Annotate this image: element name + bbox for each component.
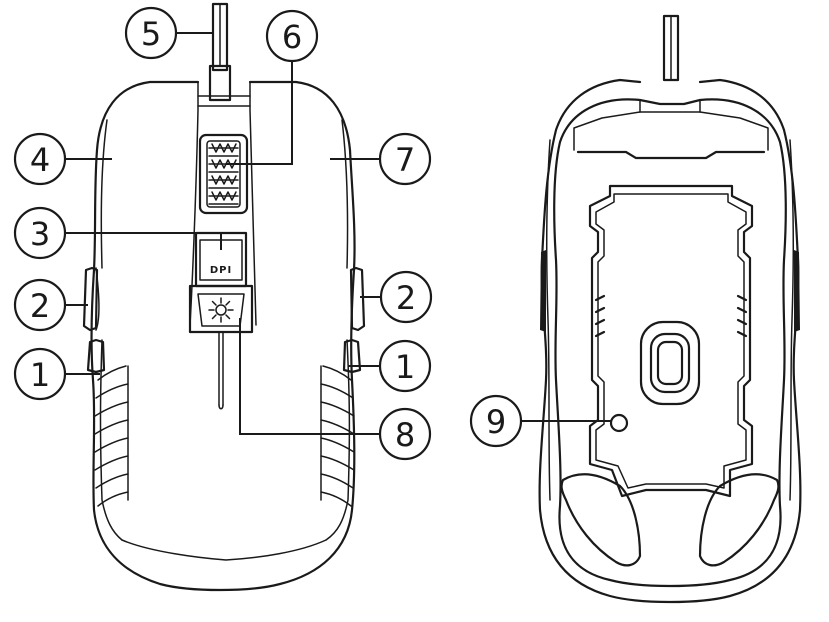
- callout-3-label: 3: [30, 215, 50, 253]
- reset-hole: [609, 413, 629, 433]
- callout-6-label: 6: [282, 18, 302, 56]
- dpi-button-label: DPI: [210, 265, 232, 276]
- callout-1-right-circle: [378, 339, 432, 393]
- callout-8-circle: [378, 407, 432, 461]
- left-side-buttons: [82, 266, 106, 374]
- left-vent-slits: [594, 294, 606, 338]
- scroll-wheel: [198, 133, 249, 215]
- callout-5-circle: [124, 6, 178, 60]
- right-vent-slits: [736, 294, 748, 338]
- callout-3-circle: [13, 206, 67, 260]
- callout-4-circle: [13, 132, 67, 186]
- callout-6-circle: [265, 9, 319, 63]
- callout-9-label: 9: [486, 403, 506, 441]
- top-mouse-feet: [573, 99, 769, 160]
- scroll-wheel-texture: [208, 143, 239, 205]
- callout-1-left-label: 1: [30, 356, 50, 394]
- bottom-plate: [588, 184, 754, 498]
- light-mode-button: [188, 284, 254, 334]
- right-side-buttons: [342, 266, 366, 374]
- callout-8-label: 8: [395, 416, 415, 454]
- callouts: 5 6 4 7 3 2 2 1 1 8: [13, 6, 611, 461]
- bottom-mouse-feet: [560, 473, 780, 567]
- callout-1-left-circle: [13, 347, 67, 401]
- callout-2-right-circle: [379, 270, 433, 324]
- callout-4-label: 4: [30, 141, 50, 179]
- top-view-mouse: DPI: [82, 2, 366, 592]
- bottom-cable: [662, 14, 680, 82]
- callout-2-right-label: 2: [396, 279, 416, 317]
- callout-1-right-label: 1: [395, 348, 415, 386]
- left-grip-ridges: [94, 365, 129, 507]
- callout-2-left-label: 2: [30, 287, 50, 325]
- callout-7-circle: [378, 132, 432, 186]
- mouse-cable: [208, 2, 232, 102]
- callout-7-label: 7: [395, 141, 415, 179]
- optical-sensor: [639, 320, 701, 406]
- callout-2-left-circle: [13, 278, 67, 332]
- callout-5-label: 5: [141, 15, 161, 53]
- callout-9-circle: [469, 394, 523, 448]
- mouse-body-outline: [90, 80, 356, 592]
- bottom-side-bands: [540, 139, 800, 501]
- light-icon: [208, 297, 234, 323]
- bottom-view-mouse: [538, 14, 802, 604]
- bottom-body-outline: [538, 78, 802, 604]
